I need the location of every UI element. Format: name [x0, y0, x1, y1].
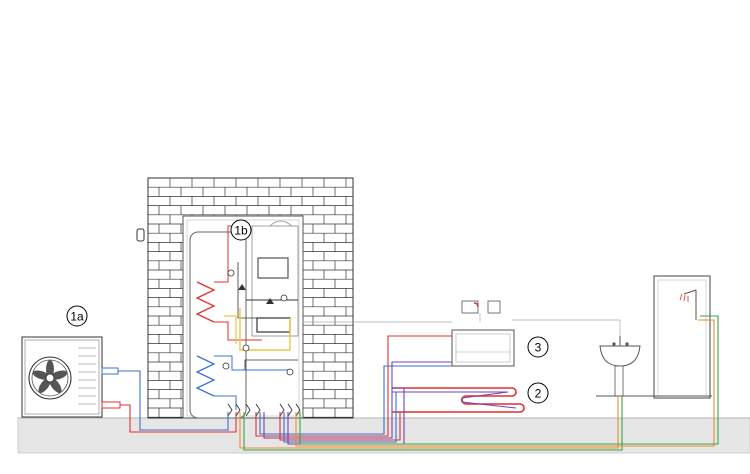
- label-2-text: 2: [535, 387, 542, 401]
- label-1a-text: 1a: [70, 310, 84, 324]
- shower-icon: [596, 275, 712, 399]
- label-1b: 1b: [230, 219, 252, 241]
- label-3-text: 3: [535, 341, 542, 355]
- wash-basin-icon: [599, 336, 641, 397]
- underfloor-heating-loop-icon: [392, 387, 525, 413]
- fan-coil-unit-icon: [451, 300, 515, 367]
- indoor-cylinder-unit-icon: [189, 220, 301, 419]
- pipe-runs: [118, 313, 719, 451]
- label-2: 2: [527, 382, 549, 404]
- heat-pump-outdoor-unit-icon: [21, 336, 121, 418]
- label-1b-text: 1b: [234, 224, 248, 238]
- label-1a: 1a: [66, 305, 88, 327]
- room-thermostat-icon: [136, 228, 145, 242]
- label-3: 3: [527, 336, 549, 358]
